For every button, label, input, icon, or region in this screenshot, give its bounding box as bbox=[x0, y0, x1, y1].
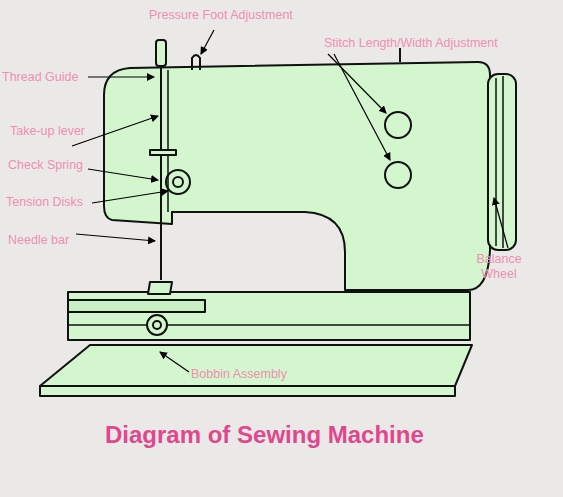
part-label: Thread Guide bbox=[2, 70, 78, 85]
part-label: Pressure Foot Adjustment bbox=[149, 8, 293, 23]
part-label: Bobbin Assembly bbox=[191, 367, 287, 382]
part-label: Balance Wheel bbox=[470, 252, 528, 282]
part-label: Check Spring bbox=[8, 158, 83, 173]
diagram-title: Diagram of Sewing Machine bbox=[105, 421, 424, 449]
part-label: Stitch Length/Width Adjustment bbox=[324, 36, 498, 51]
part-label: Tension Disks bbox=[6, 195, 83, 210]
part-label: Take-up lever bbox=[10, 124, 85, 139]
part-label: Needle bar bbox=[8, 233, 69, 248]
